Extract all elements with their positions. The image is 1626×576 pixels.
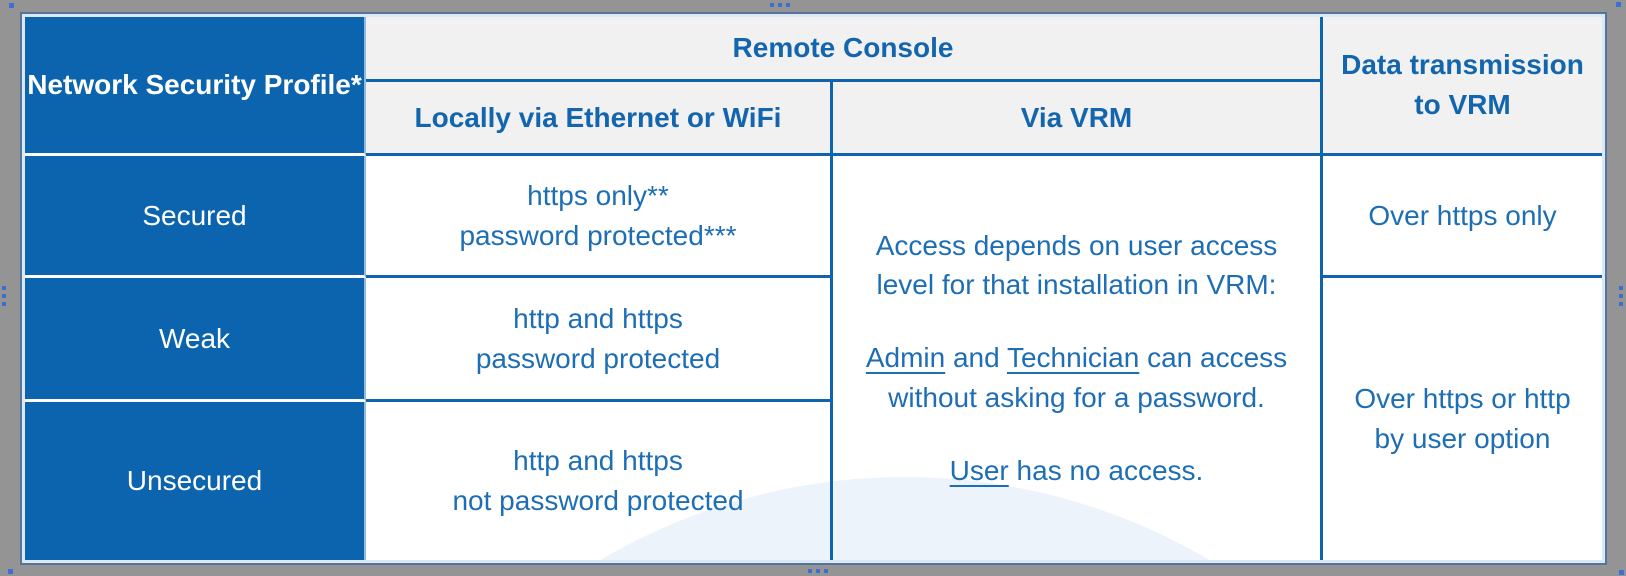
row-label-unsecured-text: Unsecured — [126, 465, 263, 497]
vrm-access-paragraph-1: Access depends on user access level for … — [866, 226, 1287, 306]
vrm-access-paragraph-3: User has no access. — [866, 451, 1287, 491]
header-via-vrm: Via VRM — [833, 82, 1320, 156]
table-grid: Network Security Profile* Remote Console… — [22, 14, 1605, 563]
cell-weak-local-line1: http and https — [513, 302, 683, 334]
selection-handle-top-left[interactable] — [9, 3, 14, 8]
vrm-access-no-access: has no access. — [1008, 454, 1204, 486]
header-network-security-profile-label: Network Security Profile* — [27, 69, 362, 101]
cell-secured-local-line2: password protected*** — [459, 219, 737, 251]
row-label-weak-text: Weak — [158, 322, 231, 354]
header-remote-console-label: Remote Console — [732, 32, 954, 64]
cell-secured-local-line1: https only** — [527, 179, 669, 211]
cell-weak-unsecured-transmission: Over https or http by user option — [1320, 278, 1602, 560]
selection-handle-top-right[interactable] — [1616, 2, 1621, 7]
cell-unsecured-local-line1: http and https — [513, 445, 683, 477]
selection-handle-left-middle[interactable] — [2, 286, 6, 306]
header-data-transmission-line1: Data transmission — [1341, 49, 1584, 81]
selection-handle-bottom-right[interactable] — [1619, 570, 1624, 575]
selection-handle-right-middle[interactable] — [1619, 286, 1623, 306]
cell-secured-transmission: Over https only — [1320, 156, 1602, 278]
vrm-access-technician: Technician — [1006, 342, 1140, 374]
row-label-secured: Secured — [25, 156, 366, 278]
vrm-access-admin: Admin — [865, 342, 946, 374]
row-label-weak: Weak — [25, 278, 366, 402]
selection-handle-bottom-left[interactable] — [8, 569, 13, 574]
header-locally-ethernet-wifi-label: Locally via Ethernet or WiFi — [414, 101, 782, 133]
selection-handle-top-middle[interactable] — [770, 3, 790, 7]
vrm-access-line4: without asking for a password. — [888, 381, 1265, 413]
cell-via-vrm-access: Access depends on user access level for … — [833, 156, 1320, 560]
header-data-transmission-line2: to VRM — [1414, 89, 1511, 120]
vrm-access-line1: Access depends on user access — [875, 229, 1278, 261]
vrm-access-paragraph-2: Admin and Technician can access without … — [866, 338, 1287, 418]
header-remote-console: Remote Console — [366, 17, 1320, 82]
vrm-access-and: and — [945, 342, 1007, 374]
cell-unsecured-local: http and https not password protected — [366, 402, 833, 560]
header-data-transmission: Data transmission to VRM — [1320, 17, 1602, 156]
row-label-unsecured: Unsecured — [25, 402, 366, 560]
cell-weak-local: http and https password protected — [366, 278, 833, 402]
row-label-secured-text: Secured — [142, 199, 247, 231]
selection-handle-bottom-middle[interactable] — [808, 569, 828, 573]
cell-weak-unsecured-transmission-line2: by user option — [1374, 423, 1551, 454]
security-profile-table: Network Security Profile* Remote Console… — [20, 12, 1607, 565]
cell-unsecured-local-line2: not password protected — [452, 485, 744, 516]
header-network-security-profile: Network Security Profile* — [25, 17, 366, 156]
cell-secured-local: https only** password protected*** — [366, 156, 833, 278]
vrm-access-user: User — [949, 454, 1009, 486]
cell-weak-unsecured-transmission-line1: Over https or http — [1354, 383, 1571, 415]
cell-weak-local-line2: password protected — [475, 342, 721, 374]
vrm-access-can-access: can access — [1139, 342, 1288, 374]
vrm-access-line2: level for that installation in VRM: — [876, 269, 1277, 301]
header-via-vrm-label: Via VRM — [1020, 101, 1133, 133]
cell-secured-transmission-text: Over https only — [1368, 199, 1557, 231]
header-locally-ethernet-wifi: Locally via Ethernet or WiFi — [366, 82, 833, 156]
